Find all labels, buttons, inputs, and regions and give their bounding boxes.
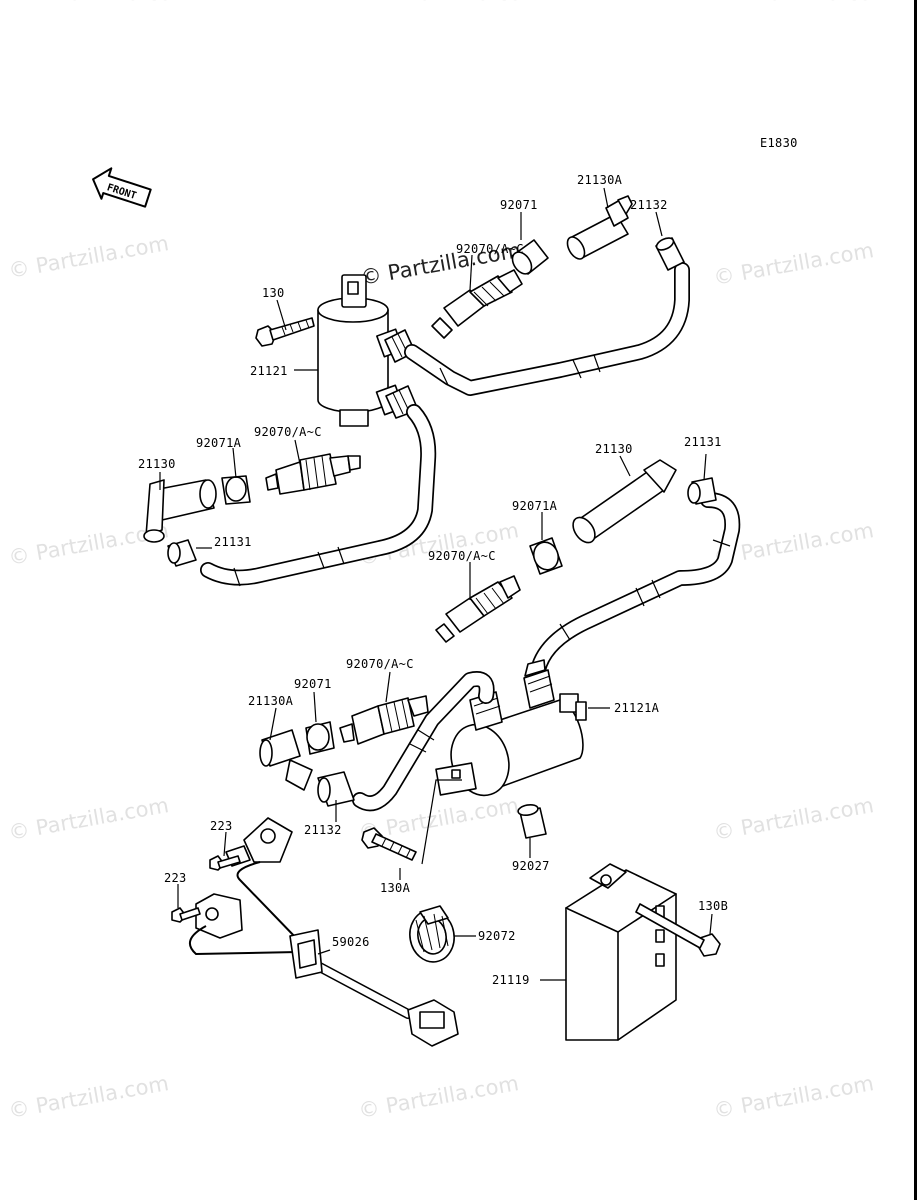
label-59026: 59026	[332, 935, 370, 949]
bolt-130B	[635, 903, 721, 957]
diagram-code: E1830	[760, 136, 798, 150]
label-92072: 92072	[478, 929, 516, 943]
plug-cap-92071A-left	[221, 475, 251, 505]
plug-boot-21130A-top	[566, 195, 633, 260]
connector-plug	[407, 999, 459, 1047]
wire-clamp-59026	[289, 929, 323, 979]
label-92070-top: 92070/A~C	[456, 242, 524, 256]
spark-plug-middle	[435, 575, 521, 643]
label-130B: 130B	[698, 899, 728, 913]
label-21121A: 21121A	[614, 701, 660, 715]
label-92027: 92027	[512, 859, 550, 873]
label-92070-mid: 92070/A~C	[428, 549, 496, 563]
label-21132-top: 21132	[630, 198, 668, 212]
plug-cap-92071A-right	[529, 537, 563, 575]
watermark: © Partzilla.com	[357, 1071, 521, 1123]
plug-boot-21130-right	[572, 459, 677, 544]
pickup-sensor-lower	[195, 893, 243, 939]
label-21130A-top: 21130A	[577, 173, 623, 187]
watermark: © Partzilla.com	[712, 238, 876, 290]
label-223-upper: 223	[210, 819, 233, 833]
label-21121: 21121	[250, 364, 288, 378]
bolt-130	[255, 317, 315, 347]
watermark: © Partzilla.com	[712, 1071, 876, 1123]
plug-boot-21130-left	[143, 479, 217, 543]
watermark: © Partzilla.com	[712, 793, 876, 845]
plug-cap-92071-top	[511, 239, 549, 275]
cdi-unit-21119	[565, 863, 677, 1041]
spark-plug-left	[265, 453, 361, 495]
label-92070-low: 92070/A~C	[346, 657, 414, 671]
label-21130-right: 21130	[595, 442, 633, 456]
watermark: © Partzilla.com	[730, 0, 892, 5]
label-92071-low: 92071	[294, 677, 332, 691]
spacer-92027	[517, 803, 547, 839]
label-130A: 130A	[380, 881, 411, 895]
bolt-130A	[361, 827, 417, 861]
front-arrow: FRONT	[92, 167, 152, 208]
grommet-21131-right	[687, 477, 717, 505]
hose-clamp-92072	[409, 905, 455, 963]
label-21130A-low: 21130A	[248, 694, 294, 708]
plug-boot-21130A-low	[259, 729, 313, 791]
screw-223-lower	[171, 907, 201, 923]
grommet-21132-low	[317, 771, 355, 807]
watermark: © Partzilla.com	[7, 231, 171, 283]
watermark: © Partzilla.com	[7, 518, 171, 570]
label-21130-left: 21130	[138, 457, 176, 471]
label-21131-right: 21131	[684, 435, 722, 449]
right-border	[914, 0, 917, 1200]
screw-223-upper	[209, 855, 241, 871]
leader-lines	[159, 187, 713, 981]
label-92071A-right: 92071A	[512, 499, 558, 513]
watermark: © Partzilla.com	[7, 1071, 171, 1123]
watermark: © Partzilla.com	[30, 0, 192, 5]
label-92070A: 92070/A~C	[254, 425, 322, 439]
ignition-coil-21121	[317, 274, 419, 427]
label-21132-low: 21132	[304, 823, 342, 837]
label-130: 130	[262, 286, 285, 300]
grommet-21131-left	[167, 539, 197, 567]
label-92071-top: 92071	[500, 198, 538, 212]
label-223-lower: 223	[164, 871, 187, 885]
watermark: © Partzilla.com	[7, 793, 171, 845]
grommet-21132-top	[655, 237, 685, 271]
spark-plug-low	[339, 695, 429, 745]
plug-cap-92071-low	[305, 721, 335, 755]
label-21119: 21119	[492, 973, 530, 987]
watermark: © Partzilla.com	[380, 0, 542, 5]
spark-plug-upper	[431, 269, 523, 339]
label-92071A-left: 92071A	[196, 436, 242, 450]
label-21131-left: 21131	[214, 535, 252, 549]
part-labels: 130 21121 92071 92070/A~C 21130A 21132 9…	[138, 173, 728, 987]
